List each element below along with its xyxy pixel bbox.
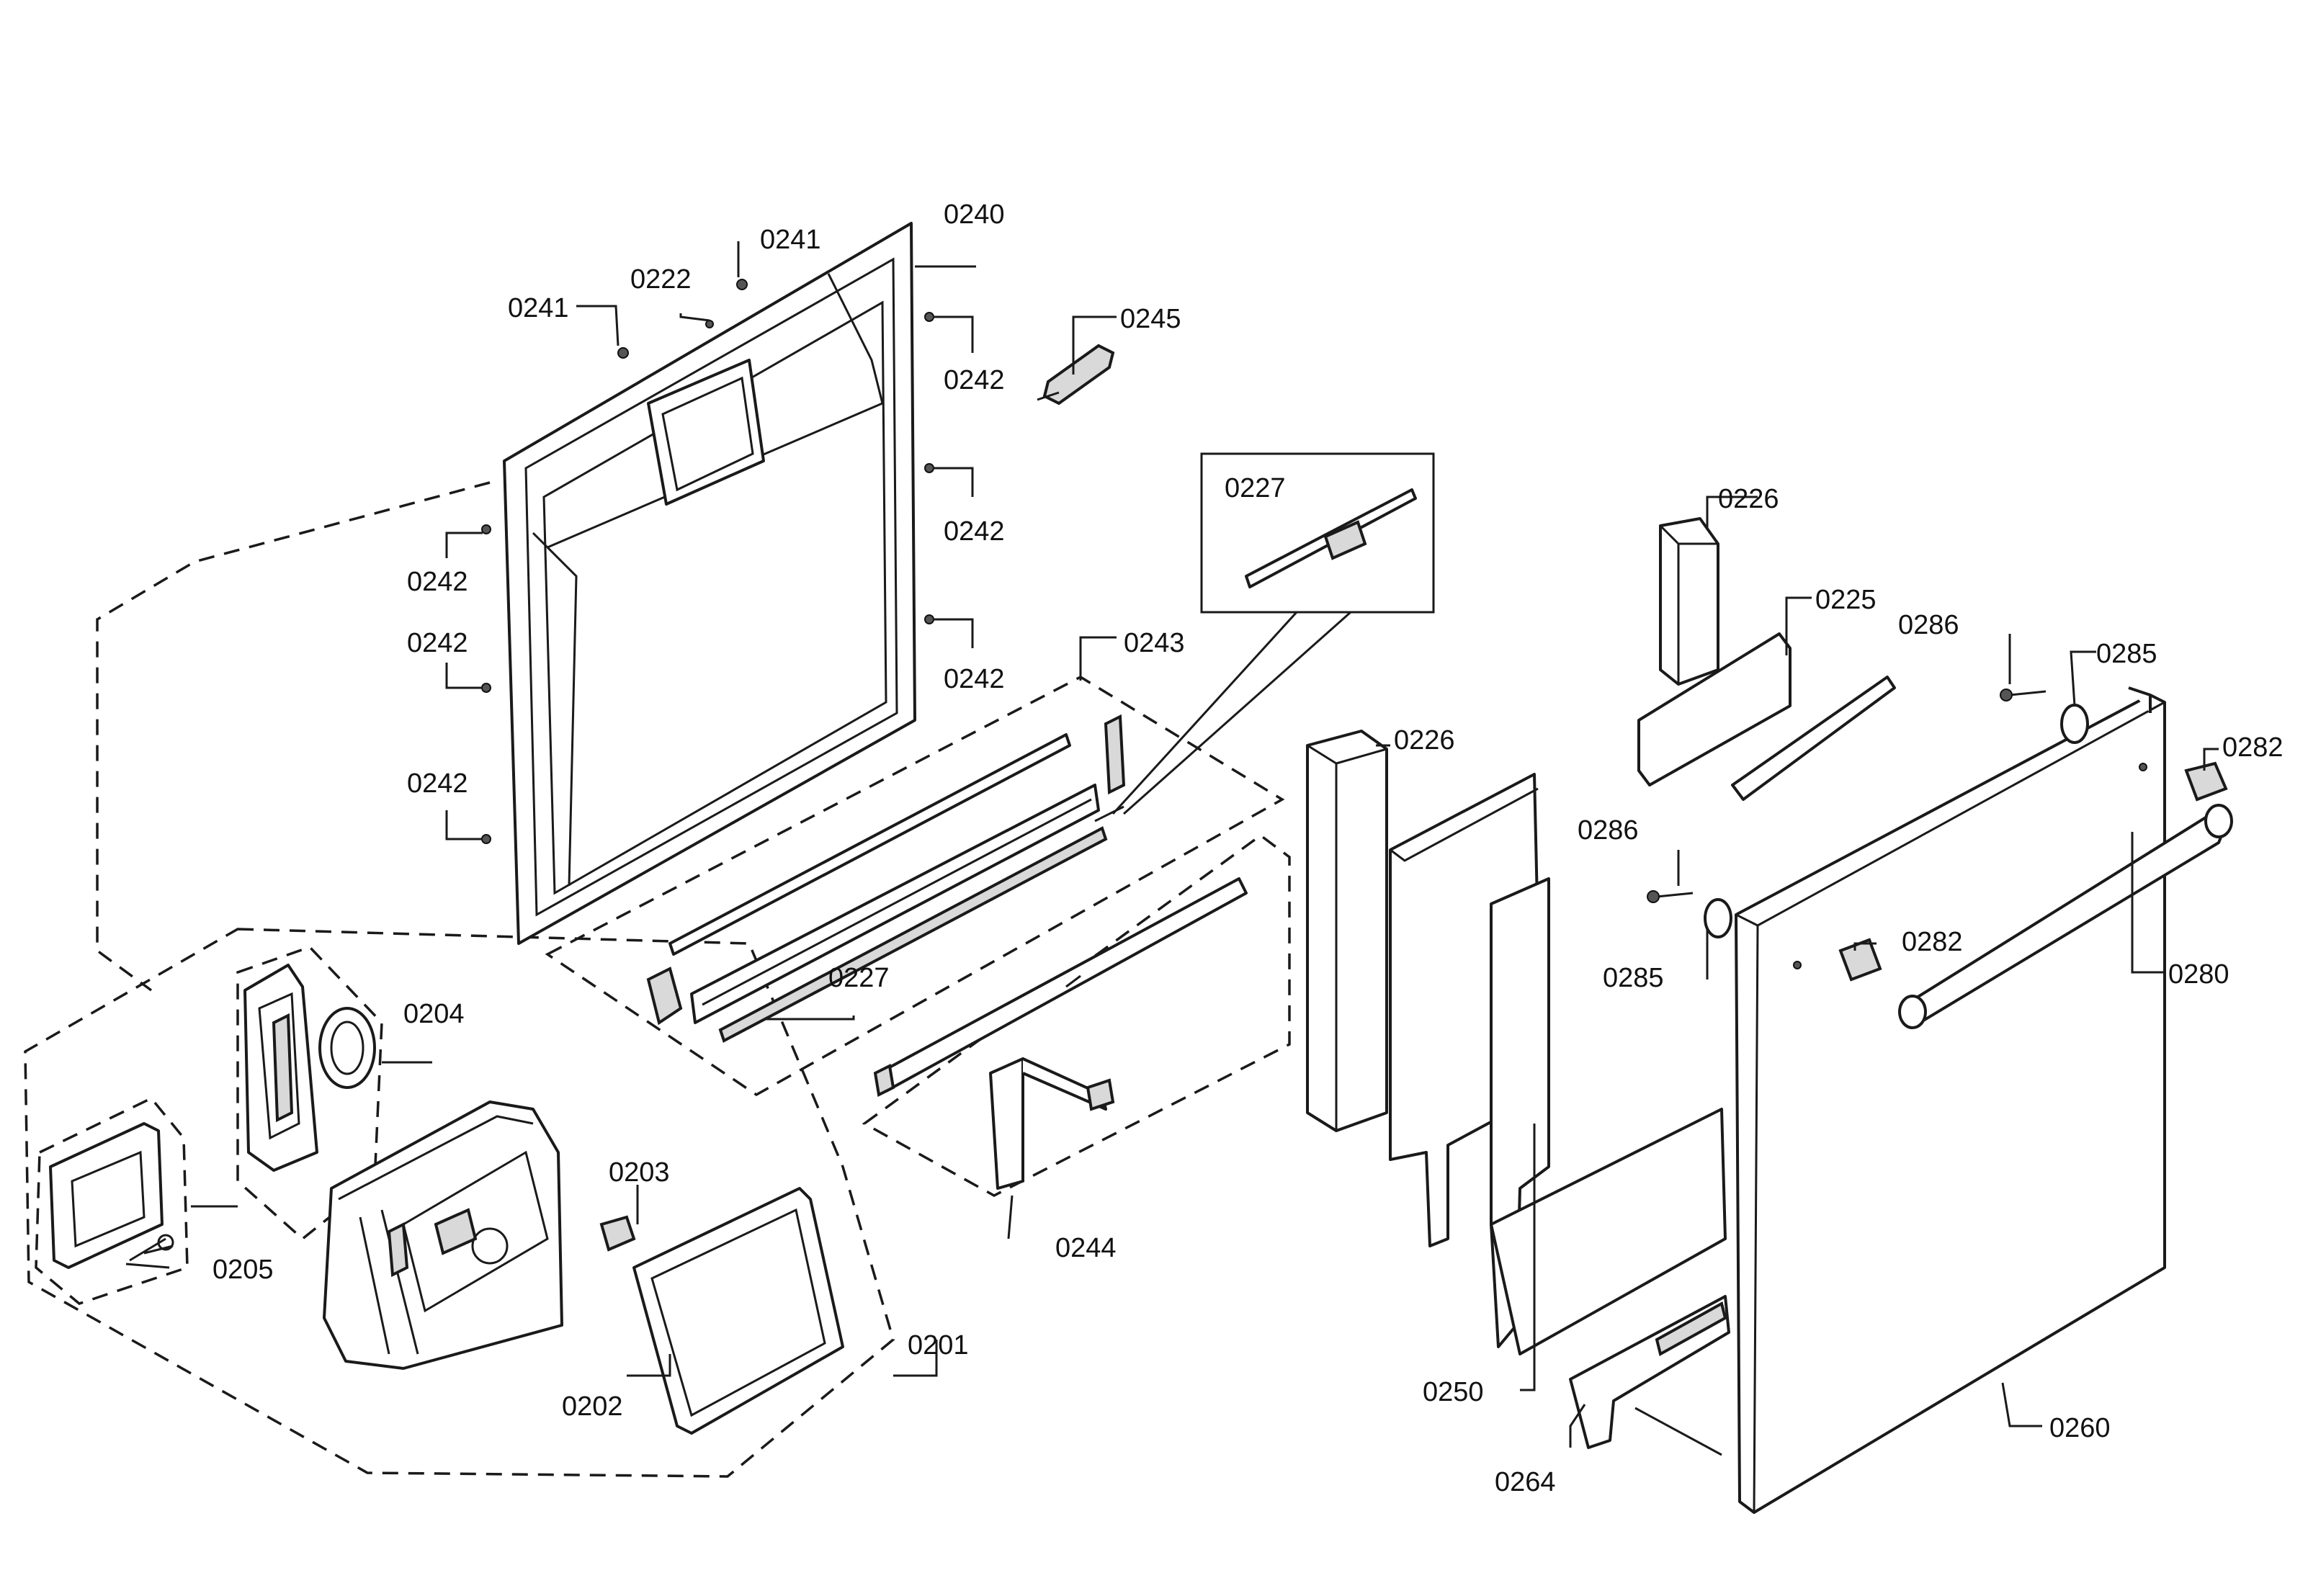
- screw-0241-right: [736, 279, 748, 290]
- label-0240: 0240: [944, 200, 1005, 230]
- screw-0286-top: [2009, 690, 2047, 696]
- label-0250: 0250: [1423, 1377, 1484, 1407]
- label-0243: 0243: [1124, 628, 1185, 658]
- washer-0285-top: [2060, 704, 2089, 744]
- part-0203: [599, 1215, 636, 1252]
- bracket-0244: [873, 877, 1248, 1190]
- insulation-parts: [1306, 517, 1896, 1355]
- screw-0242-l3: [481, 834, 491, 844]
- label-0242-r3: 0242: [944, 664, 1005, 694]
- label-0242-l3: 0242: [407, 768, 468, 799]
- label-0226-top: 0226: [1718, 484, 1779, 514]
- label-0282-top: 0282: [2222, 732, 2284, 763]
- label-0285-top: 0285: [2096, 639, 2157, 669]
- part-0282-top: [2184, 761, 2228, 802]
- part-0204-ring: [318, 1007, 376, 1089]
- fasteners: [1647, 689, 2089, 938]
- part-0225: [1637, 632, 1792, 786]
- label-0282-mid: 0282: [1902, 927, 1963, 957]
- screw-0242-r1: [924, 312, 934, 322]
- label-0285-mid: 0285: [1603, 963, 1664, 993]
- screw-0242-r2: [924, 463, 934, 473]
- label-0205: 0205: [213, 1255, 274, 1285]
- part-labels: 0241 0222 0241 0240 0245 0242 0242 0242 …: [213, 200, 2284, 1497]
- latch-0245: [1037, 344, 1115, 405]
- label-0245: 0245: [1120, 304, 1181, 334]
- label-0204: 0204: [403, 999, 465, 1029]
- screw-0242-r3: [924, 614, 934, 624]
- label-0227-lower: 0227: [828, 963, 890, 993]
- label-0280: 0280: [2168, 959, 2229, 990]
- label-0264: 0264: [1495, 1467, 1556, 1497]
- label-0242-l2: 0242: [407, 628, 468, 658]
- label-0202: 0202: [562, 1391, 623, 1422]
- channel-0243: [646, 714, 1126, 1043]
- pin-0222: [705, 320, 714, 328]
- handle-0280: [1838, 761, 2233, 1029]
- part-0250-left: [1389, 773, 1543, 1247]
- label-0286-mid: 0286: [1578, 815, 1639, 846]
- outer-door-panel-0260: [1569, 686, 2166, 1514]
- inset-box-0227: [1111, 452, 1435, 815]
- screw-0241-left: [617, 347, 629, 359]
- label-0241-right: 0241: [760, 225, 821, 255]
- label-0242-r2: 0242: [944, 516, 1005, 547]
- washer-0285-mid: [1704, 898, 1732, 938]
- label-0227-inset: 0227: [1225, 473, 1286, 503]
- inner-door-frame-0240: [503, 222, 916, 945]
- screw-0242-l2: [481, 683, 491, 693]
- label-0203: 0203: [609, 1157, 670, 1188]
- part-0226-mid: [1306, 730, 1388, 1132]
- label-0226-mid: 0226: [1394, 725, 1455, 756]
- screw-0286-mid: [1656, 892, 1694, 898]
- label-0286-top: 0286: [1898, 610, 1959, 640]
- label-0242-r1: 0242: [944, 365, 1005, 395]
- label-0201: 0201: [908, 1330, 969, 1360]
- label-0222: 0222: [630, 264, 692, 295]
- leader-lines: [191, 241, 2219, 1448]
- label-0241-left: 0241: [508, 293, 569, 323]
- label-0260: 0260: [2049, 1413, 2111, 1443]
- part-0205-panel: [49, 1122, 164, 1269]
- part-0202-gasket: [632, 1187, 844, 1435]
- label-0242-l1: 0242: [407, 567, 468, 597]
- label-0244: 0244: [1055, 1233, 1117, 1263]
- label-0225: 0225: [1815, 585, 1877, 615]
- control-assembly-group: [49, 964, 844, 1435]
- screw-0242-l1: [481, 524, 491, 534]
